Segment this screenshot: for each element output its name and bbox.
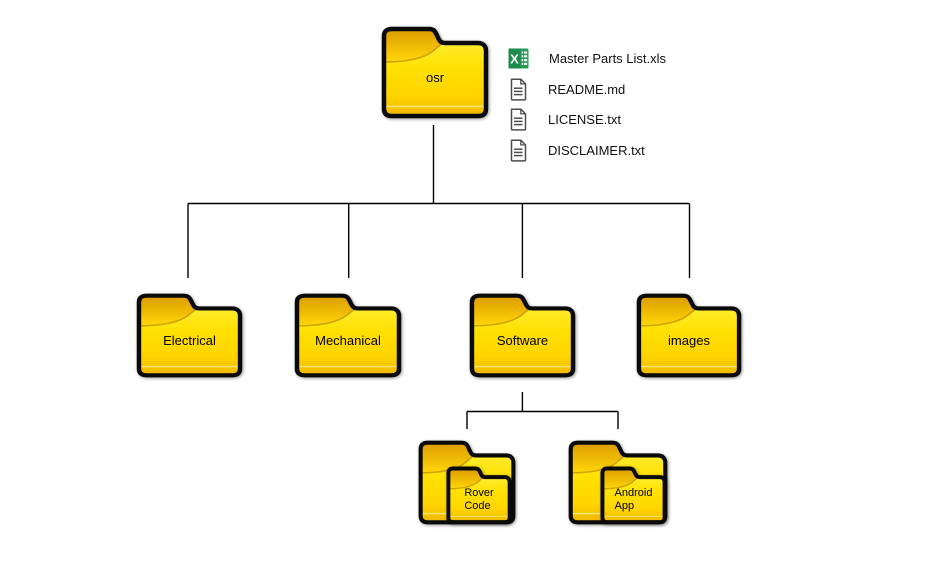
folder-label: Software (496, 333, 549, 349)
folder-label: Android App (614, 486, 653, 512)
folder-label: osr (425, 70, 445, 86)
file-item: Master Parts List.xls (508, 46, 666, 70)
folder-node-rover-code: Rover Code (446, 466, 512, 524)
folder-node-mechanical: Mechanical (293, 292, 403, 378)
file-name: LICENSE.txt (548, 112, 621, 127)
folder-node-electrical: Electrical (135, 292, 244, 378)
folder-node-osr: osr (380, 25, 490, 119)
folder-label: Electrical (163, 333, 216, 349)
text-file-icon (508, 78, 528, 101)
file-item: LICENSE.txt (508, 108, 621, 132)
folder-node-software: Software (468, 292, 577, 378)
file-name: Master Parts List.xls (549, 50, 667, 66)
file-name: DISCLAIMER.txt (548, 142, 645, 158)
folder-label: Rover Code (464, 486, 494, 512)
file-item: DISCLAIMER.txt (508, 138, 645, 162)
file-item: README.md (508, 77, 625, 101)
folder-node-android-app: Android App (600, 466, 667, 524)
folder-node-images: images (635, 292, 743, 378)
text-file-icon (508, 108, 528, 131)
folder-label: Mechanical (315, 333, 381, 349)
text-file-icon (508, 139, 528, 162)
excel-file-icon (508, 48, 529, 69)
file-name: README.md (548, 81, 626, 97)
folder-label: images (668, 333, 710, 349)
